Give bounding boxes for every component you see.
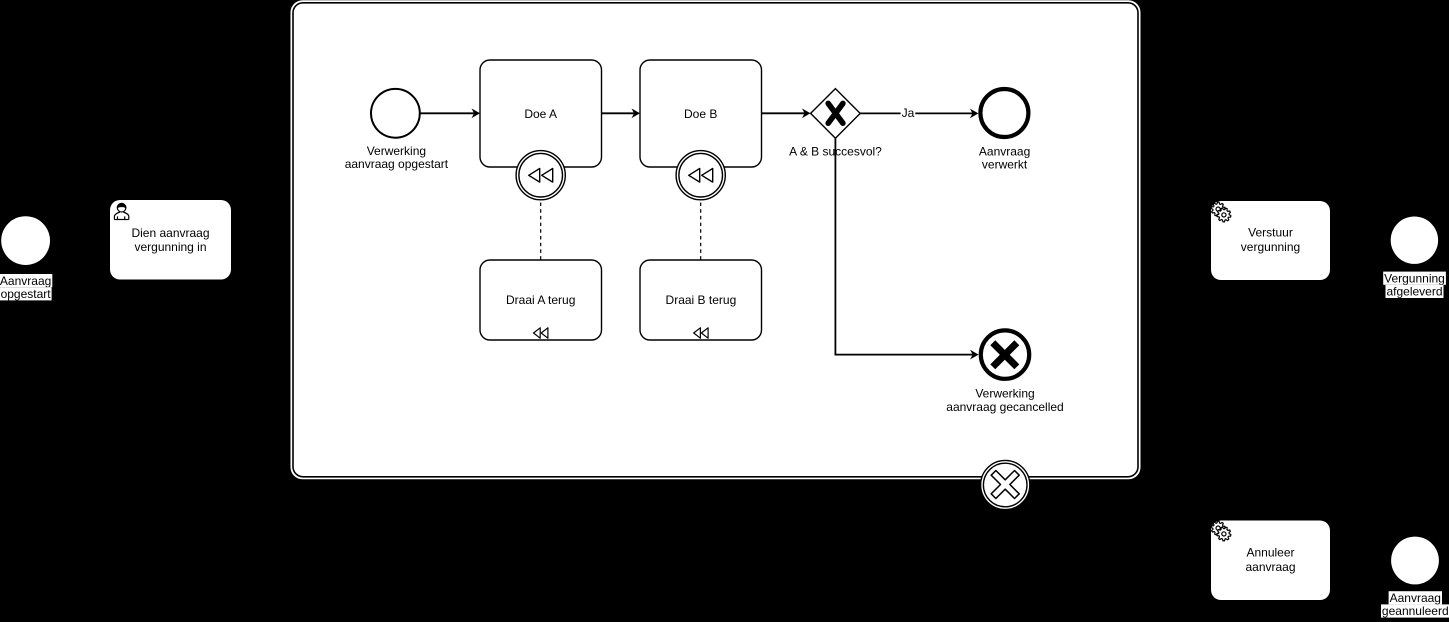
svg-text:Doe B: Doe B <box>684 107 717 121</box>
svg-text:A & B succesvol?: A & B succesvol? <box>789 145 882 159</box>
svg-text:Annuleer: Annuleer <box>1246 546 1294 560</box>
svg-text:Ja: Ja <box>902 106 915 120</box>
svg-text:Aanvraag: Aanvraag <box>979 144 1030 158</box>
svg-text:Verwerking: Verwerking <box>367 144 426 158</box>
svg-text:Vergunning: Vergunning <box>1384 271 1445 285</box>
svg-text:opgestart: opgestart <box>1 287 52 301</box>
svg-text:Draai A terug: Draai A terug <box>506 293 575 307</box>
svg-text:aanvraag: aanvraag <box>1245 560 1295 574</box>
svg-text:Aanvraag: Aanvraag <box>0 274 51 288</box>
svg-text:Doe A: Doe A <box>524 107 557 121</box>
svg-text:geannuleerd: geannuleerd <box>1382 604 1449 618</box>
svg-text:Verstuur: Verstuur <box>1248 226 1293 240</box>
svg-text:verwerkt: verwerkt <box>982 158 1028 172</box>
svg-text:aanvraag gecancelled: aanvraag gecancelled <box>946 400 1063 414</box>
svg-text:vergunning in: vergunning in <box>134 240 206 254</box>
svg-text:Aanvraag: Aanvraag <box>1390 591 1441 605</box>
svg-text:Draai B terug: Draai B terug <box>666 293 737 307</box>
svg-text:aanvraag opgestart: aanvraag opgestart <box>345 157 449 171</box>
svg-text:afgeleverd: afgeleverd <box>1386 285 1442 299</box>
svg-text:vergunning: vergunning <box>1241 240 1300 254</box>
svg-text:Verwerking: Verwerking <box>975 387 1034 401</box>
svg-text:Dien aanvraag: Dien aanvraag <box>131 226 209 240</box>
